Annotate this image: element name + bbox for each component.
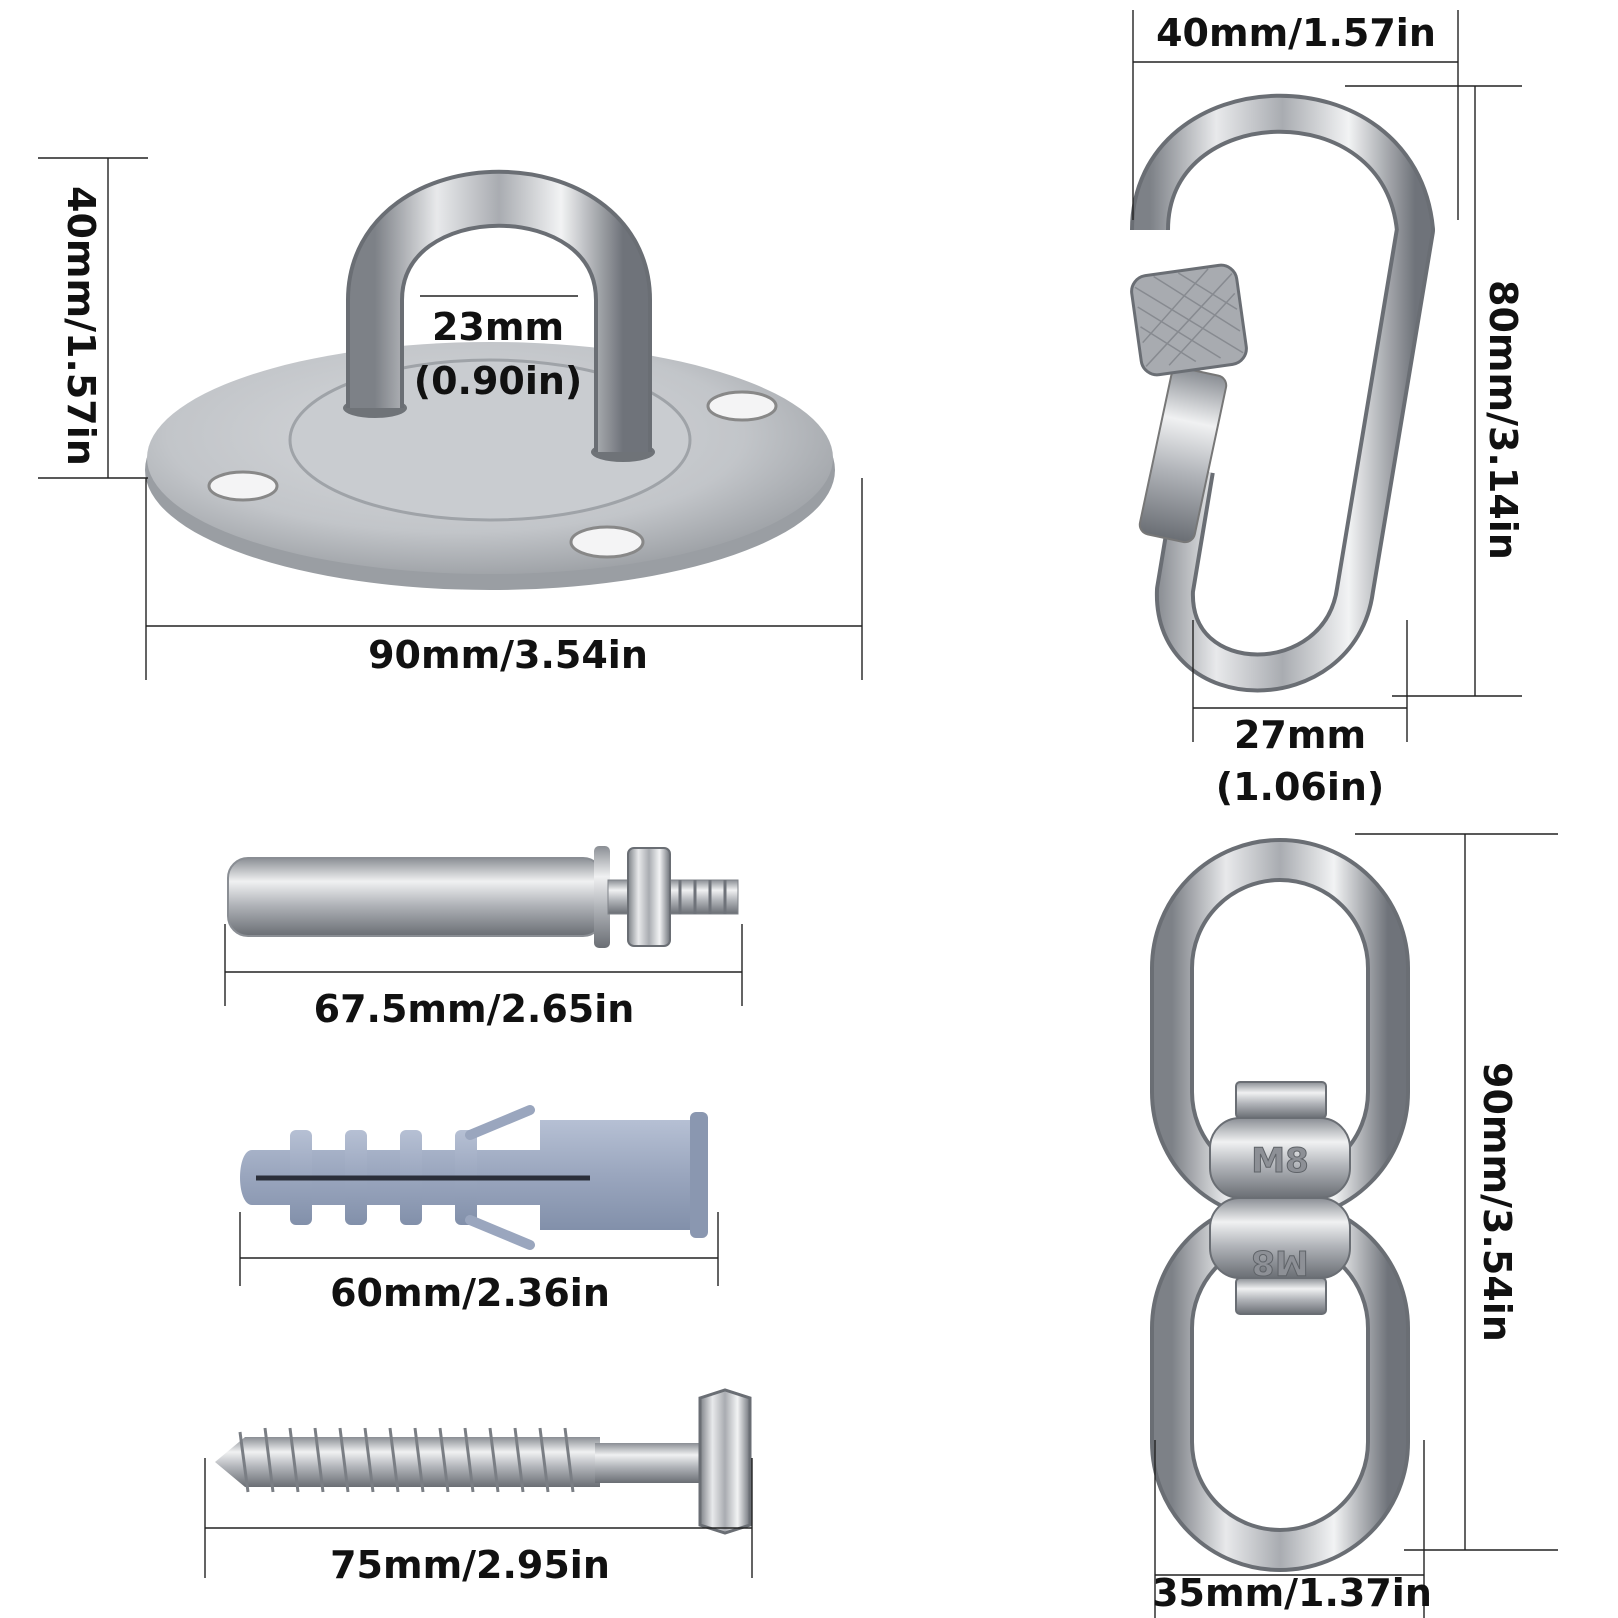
hex-nut [627, 847, 671, 947]
expansion-bolt [227, 846, 739, 948]
plug-length-label: 60mm/2.36in [330, 1271, 610, 1315]
swivel: M8 M8 [1150, 838, 1410, 1572]
lag-screw [215, 1388, 752, 1535]
carabiner-gate [1130, 263, 1248, 544]
swivel-width-label: 35mm/1.37in [1152, 1571, 1432, 1615]
swivel-height-label: 90mm/3.54in [1475, 1062, 1519, 1342]
plate-hole [207, 470, 279, 502]
screw-length-label: 75mm/2.95in [330, 1543, 610, 1587]
hex-head [698, 1388, 752, 1535]
plate-width-label: 90mm/3.54in [368, 633, 648, 677]
stamp-bottom: M8 [1251, 1242, 1309, 1282]
plate-inner-label-mm: 23mm [431, 305, 565, 349]
carabiner-height-label: 80mm/3.14in [1481, 280, 1525, 560]
ceiling-plate [145, 169, 835, 590]
plate-height-label: 40mm/1.57in [59, 186, 103, 466]
plate-hole [706, 390, 778, 422]
carabiner-gate-label-mm: 27mm [1233, 713, 1367, 757]
carabiner-width-label: 40mm/1.57in [1156, 11, 1436, 55]
wall-plug [240, 1105, 708, 1250]
swivel-nut-bottom [1235, 1277, 1327, 1315]
swivel-nut-top [1235, 1081, 1327, 1119]
plate-inner-label-in: (0.90in) [413, 359, 583, 403]
bolt-length-label: 67.5mm/2.65in [313, 987, 635, 1031]
carabiner [1130, 93, 1435, 693]
plate-hole [569, 525, 645, 559]
dimension-lines [38, 10, 1558, 1618]
stamp-top: M8 [1251, 1141, 1309, 1181]
carabiner-gate-label-in: (1.06in) [1215, 765, 1385, 809]
